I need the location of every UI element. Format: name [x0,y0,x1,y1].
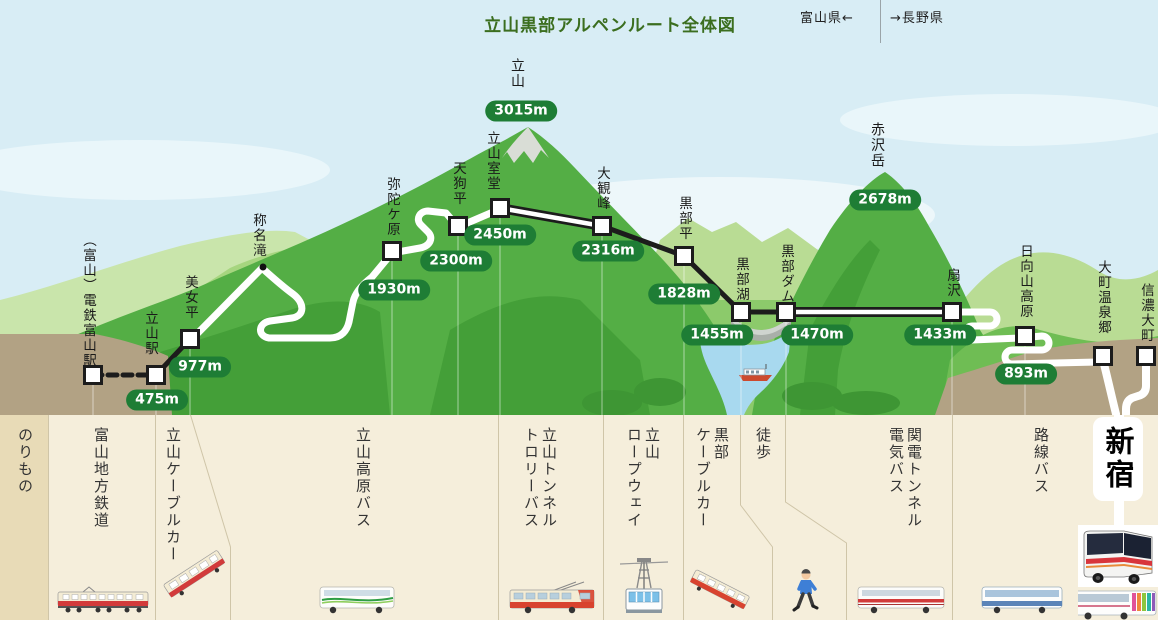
station-label-hinatayama: 日向山高原 [1017,244,1033,319]
electric-bus-icon [857,586,945,614]
station-label-dentetsu-toyama: （富山）電鉄富山駅 [80,233,96,368]
shomyo-falls-marker [259,263,267,271]
map-title: 立山黒部アルペンルート全体図 [484,16,736,36]
cable-car-icon [163,550,226,598]
terrain-illustration [0,94,1158,415]
cloud [840,94,1158,146]
ropeway-route [599,223,687,259]
station-label-shinano-omachi: 信濃大町 [1138,283,1154,343]
station-label-murodo: 立山室堂 [484,131,500,191]
station-markers [83,198,1156,385]
ropeway-icon [620,558,668,613]
foliage [582,390,642,415]
elevation-badge-ogizawa: 1433m [904,324,976,346]
station-label-ogizawa: 扇沢 [944,268,960,298]
pedestrian-icon [792,569,819,612]
elevation-badge-kurobe-dam: 1470m [781,324,853,346]
elevation-badge-tateyama-sta: 475m [126,389,188,411]
peak-label-tateyama: 立山 [509,58,525,89]
elevation-badge-kurobedaira: 1828m [648,283,720,305]
mode-label-tunnel-trolleybus: 立山トンネル トロリーバス [522,427,558,529]
elevation-badge-midagahara: 1930m [358,279,430,301]
foliage [782,382,842,410]
elevation-badge-tengudaira: 2300m [420,250,492,272]
snow-cap [502,127,549,163]
elevation-badge-murodo: 2450m [464,224,536,246]
mode-label-ropeway: 立山 ロープウェイ [625,427,661,529]
station-label-tengudaira: 天狗平 [450,161,466,206]
destination-shinjuku-label: 新宿 [1093,417,1143,501]
elevation-badge-tateyama: 3015m [485,100,557,122]
shinano-omachi-road [1122,358,1150,415]
mode-label-walk: 徒歩 [754,427,772,461]
local-train-icon [57,586,149,613]
station-label-kurobedaira: 黒部平 [676,196,692,241]
transport-table-header-column [0,415,48,620]
trolleybus-icon [509,581,595,614]
prefecture-label-nagano: →長野県 [890,11,944,26]
mode-label-tateyama-cablecar: 立山ケーブルカー [164,427,182,563]
mode-label-kurobe-cablecar: 黒部 ケーブルカー [694,427,730,529]
station-label-tateyama-sta: 立山駅 [142,311,158,356]
route-bus-icon [981,586,1063,614]
far-ridge [0,230,310,345]
peak-label-akazawadake: 赤沢岳 [869,122,885,169]
boat-icon [739,364,772,381]
elevation-badge-hinatayama: 893m [995,363,1057,385]
foliage [832,391,900,415]
station-label-kurobe-dam: 黒部ダム [778,244,794,304]
table-header-norimono: のりもの [16,427,34,495]
station-label-omachi-onsen: 大町温泉郷 [1095,260,1111,335]
highway-bus-icon [1078,525,1158,620]
elevation-badge-kurobeko: 1455m [681,324,753,346]
incline-cable-car-icon [689,569,750,610]
far-ridge-right [930,252,1158,345]
highland-bus-road [186,205,504,345]
mode-label-highland-bus: 立山高原バス [354,427,372,529]
cloud [0,140,330,200]
station-label-bijodaira: 美女平 [182,275,198,320]
elevation-badge-bijodaira: 977m [169,356,231,378]
mode-label-kanden-electric-bus: 関電トンネル 電気バス [887,427,923,529]
mode-label-toyama-railway: 富山地方鉄道 [92,427,110,529]
mountain-shade [430,296,650,415]
station-label-kurobeko: 黒部湖 [733,257,749,302]
station-label-daikanbo: 大観峰 [594,166,610,211]
station-label-midagahara: 弥陀ケ原 [384,177,400,237]
foliage [634,378,686,406]
trolleybus-route-inner [497,205,605,229]
prefecture-boundary-line [880,0,881,43]
mode-label-route-bus: 路線バス [1032,427,1050,495]
poi-label-shomyo-falls: 称名滝 [250,213,266,258]
elevation-badge-akazawadake: 2678m [849,189,921,211]
transport-table: のりもの 富山地方鉄道 立山ケーブルカー 立山高原バス 立山トンネル トロリーバ… [0,415,1158,620]
highland-bus-icon [319,586,395,614]
prefecture-label-toyama: 富山県← [800,11,854,26]
elevation-badge-daikanbo: 2316m [572,240,644,262]
